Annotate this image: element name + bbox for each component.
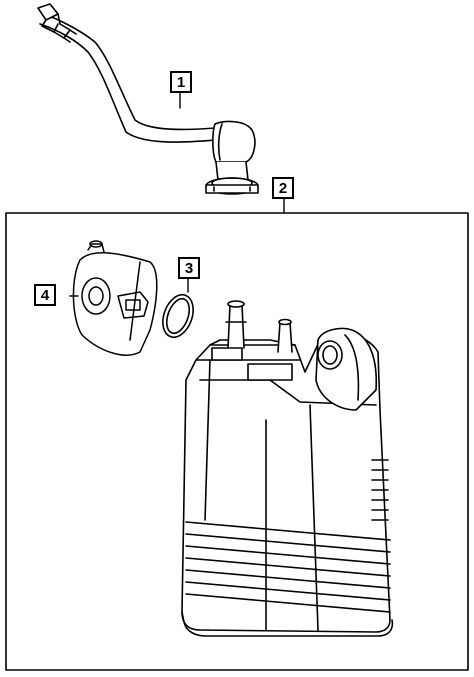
o-ring-icon: [162, 278, 194, 339]
canister-assembly-icon: [181, 300, 394, 637]
leak-detection-pump-icon: [69, 240, 158, 356]
callout-1: 1: [170, 71, 192, 93]
callout-2: 2: [272, 177, 294, 199]
assembly-frame: [5, 212, 469, 671]
callout-4: 4: [34, 284, 56, 306]
vent-hose-icon: [37, 3, 259, 195]
callout-3: 3: [178, 257, 200, 279]
